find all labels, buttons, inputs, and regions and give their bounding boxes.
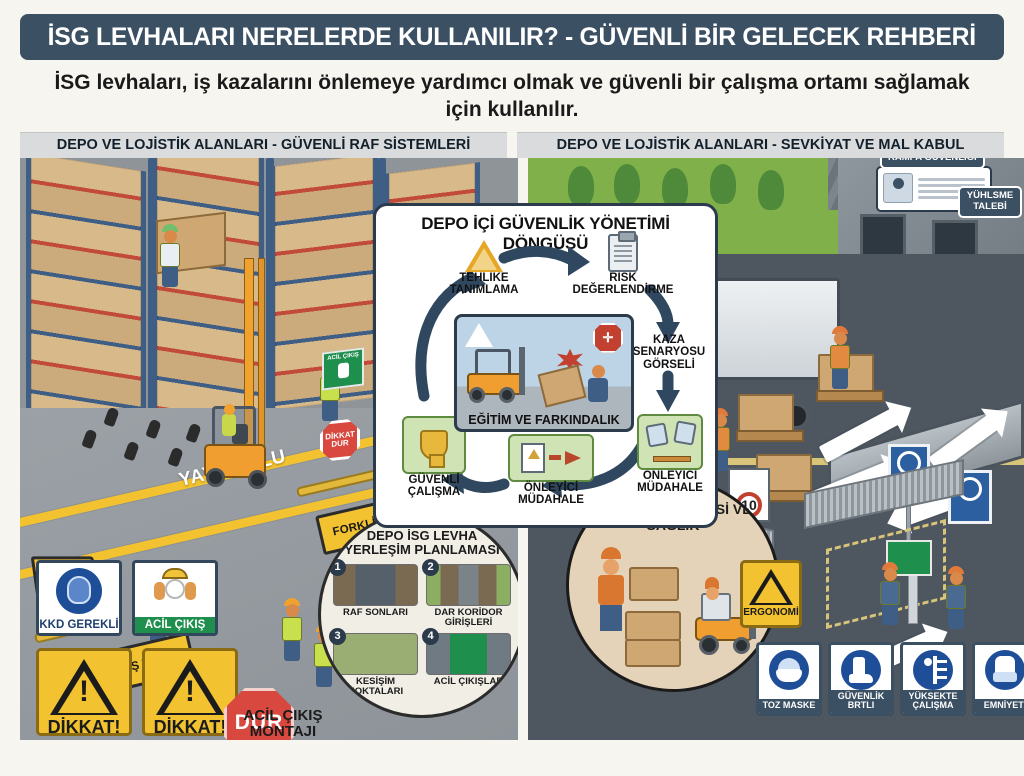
safety-boot-icon: [841, 649, 881, 690]
yard-worker: [880, 561, 900, 625]
cycle-node-accident-scenario: KAZA SENARYOSU GÖRSELİ: [632, 333, 706, 371]
safety-management-cycle-panel: DEPO İÇİ GÜVENLİK YÖNETİMİ DÖNGÜSÜ ! TEH…: [373, 202, 718, 528]
injured-worker: [585, 364, 611, 407]
plan-thumb-dar-koridor: [426, 563, 511, 606]
subtitle-block: İSG levhaları, iş kazalarını önlemeye ya…: [52, 70, 972, 124]
training-caption: EĞİTİM VE FARKINDALIK: [468, 412, 620, 427]
avatar: [883, 172, 913, 203]
page-title-bar: İSG LEVHALARI NERELERDE KULLANILIR? - GÜ…: [20, 14, 1004, 60]
sign-kkd-gerekli: KKD GEREKLİ: [36, 559, 122, 636]
plan-item: 1 RAF SONLARI: [329, 558, 418, 629]
ppe-sign-row: TOZ MASKE GÜVENLİK BRTLI: [756, 641, 1024, 716]
sign-guvenlik-botu: GÜVENLİK BRTLI: [828, 641, 894, 716]
document-arrow-icon: [508, 433, 594, 482]
rack-upright: [266, 157, 274, 444]
sign-acil-cikis: ACİL ÇIKIŞ: [132, 559, 218, 636]
carried-box: [629, 566, 679, 601]
callout-yukleme-talebi: YÜHLSME TALEBİ: [958, 185, 1022, 218]
footprint-trail: [80, 390, 210, 470]
plan-item: 4 ACİL ÇIKIŞLAR: [422, 627, 511, 698]
falling-boxes: [537, 364, 587, 408]
plan-thumb-raf-sonlari: [333, 563, 418, 606]
forklift-accident-illustration: [467, 346, 541, 403]
worker-at-height: [160, 223, 180, 287]
sign-dikkat-2: ! DİKKAT!: [142, 647, 238, 737]
section-header-row: DEPO VE LOJİSTİK ALANLARI - GÜVENLİ RAF …: [20, 131, 1004, 158]
sign-dur-stop: DUR: [224, 687, 294, 740]
sign-toz-maske: TOZ MASKE: [756, 641, 822, 716]
training-awareness-photo: ! ✛ EĞİTİM VE FARKINDALIK: [454, 313, 634, 432]
sign-emniyeti-eldiven: EMNİYETİ: [972, 641, 1024, 716]
stop-icon: ✛: [593, 322, 623, 353]
clipboard-icon: [608, 230, 638, 272]
plan-thumb-kesisim: [333, 632, 418, 675]
lifting-worker: [591, 546, 631, 631]
cycle-node-preventive-action-right: ÖNLEYİCİ MÜDAHALE: [626, 413, 714, 495]
sign-sample-board: KKD GEREKLİ ACİL ÇIKIŞ ! DİKKAT!: [28, 544, 322, 740]
sign-placement-plan-circle: DEPO İSG LEVHA YERLEŞİM PLANLAMASI 1 RAF…: [318, 509, 518, 718]
safety-gloves-icon: [985, 649, 1024, 690]
tree-row: [558, 163, 858, 210]
plan-title: DEPO İSG LEVHA YERLEŞİM PLANLAMASI: [344, 527, 500, 558]
label-acil-cikis-montaji: ACİL ÇIKIŞ MONTAJI: [243, 706, 323, 740]
work-at-height-icon: [913, 649, 953, 690]
section-header-left: DEPO VE LOJİSTİK ALANLARI - GÜVENLİ RAF …: [20, 131, 507, 158]
stacked-box: [625, 638, 681, 667]
yard-worker: [946, 565, 966, 629]
plan-thumb-acil-cikis: [426, 632, 511, 675]
section-header-right: DEPO VE LOJİSTİK ALANLARI - SEVKİYAT VE …: [517, 131, 1004, 158]
head-protection-icon: [56, 567, 102, 614]
sign-dikkat-1: ! DİKKAT!: [36, 647, 132, 737]
dust-mask-icon: [769, 649, 809, 690]
page-subtitle: İSG levhaları, iş kazalarını önlemeye ya…: [54, 71, 970, 121]
worker-hardhat-icon: [152, 567, 198, 614]
plan-grid: 1 RAF SONLARI 2 DAR KORİDOR GİRİŞLERİ 3 …: [329, 558, 511, 698]
plan-item: 2 DAR KORİDOR GİRİŞLERİ: [422, 558, 511, 629]
rack-upright: [148, 157, 156, 458]
illustration-canvas: YAYA YOLU: [20, 157, 1024, 740]
warning-triangle-icon: !: [465, 239, 503, 272]
plan-item: 3 KESİŞİM NOKTALARI: [329, 627, 418, 698]
warning-triangle-icon: !: [465, 322, 493, 347]
cycle-node-risk-assessment: RİSK DEĞERLENDİRME: [564, 230, 682, 297]
mirror-barrier-icon: [637, 413, 703, 470]
ergonomic-forklift: [691, 576, 767, 657]
stacked-box: [625, 610, 681, 641]
sign-ergonomi: ERGONOMİ: [740, 559, 802, 628]
warehouse-worker: [282, 597, 302, 661]
page-title: İSG LEVHALARI NERELERDE KULLANILIR? - GÜ…: [47, 22, 977, 51]
sign-yuksekte-calisma: YÜKSEKTE ÇALIŞMA: [900, 641, 966, 716]
footer-spacer: [12, 740, 1012, 748]
cycle-node-hazard-identification: ! TEHLİKE TANIMLAMA: [434, 239, 534, 297]
card-text-lines: [918, 173, 985, 205]
callout-rampa-guvenligi: RAMPA GÜVENLİĞİ: [880, 157, 985, 169]
cycle-node-preventive-action-center: ÖNLEYİCİ MÜDAHALE: [504, 433, 598, 507]
cargo-pallet: [736, 393, 804, 442]
emergency-exit-sign: ACİL ÇIKIŞ: [322, 347, 364, 391]
dock-worker: [830, 325, 850, 389]
forklift-vehicle: [198, 257, 284, 490]
